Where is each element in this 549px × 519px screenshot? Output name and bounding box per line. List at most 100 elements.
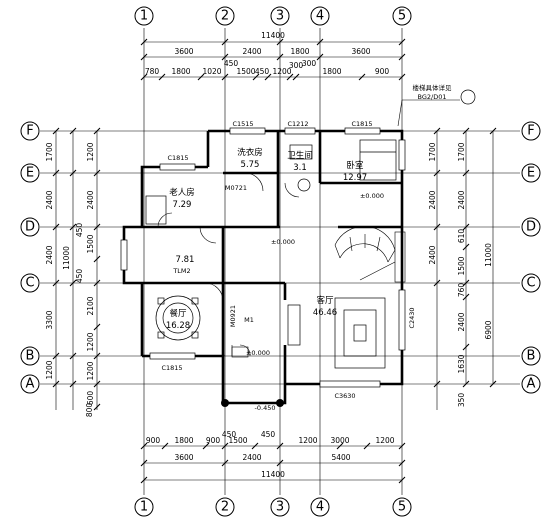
axis-label-5-bottom: 5 [398, 500, 406, 515]
dim-right-r2-2: 2400 [457, 190, 466, 209]
level-mark-bedroom: ±0.000 [360, 192, 384, 200]
dim-top-r2-6: 1200 [272, 67, 291, 76]
axis-label-C-right: C [526, 276, 535, 291]
dim-top-r2-5: 450 [255, 67, 270, 76]
dim-right-r1-2: 2400 [428, 190, 437, 209]
dim-right-r1-3: 2400 [428, 245, 437, 264]
dim-right-r3-6: 350 [457, 393, 466, 408]
axis-label-B-right: B [527, 349, 536, 364]
door-label-m1: M1 [244, 316, 254, 324]
dim-bot-small-1: 450 [222, 430, 237, 439]
dim-bot-r2-1: 3600 [174, 453, 193, 462]
level-mark-entry: ±0.000 [246, 349, 270, 357]
dim-bot-small-2: 450 [261, 430, 276, 439]
axis-label-F: F [26, 124, 33, 139]
level-mark-outdoor: -0.450 [255, 404, 276, 412]
axis-label-E: E [26, 166, 34, 181]
dim-left-r2-5: 1200 [86, 332, 95, 351]
toilet [289, 144, 313, 192]
elderly-bed [145, 195, 167, 225]
window-label-c1815-left: C1815 [167, 154, 188, 162]
dim-top-r2-9: 900 [375, 67, 390, 76]
window-label-c3630: C3630 [334, 392, 355, 400]
dim-top-r2-8: 1800 [322, 67, 341, 76]
axis-label-D: D [25, 220, 35, 235]
dim-left-r1-1: 1700 [45, 142, 54, 161]
axis-label-5: 5 [398, 9, 406, 24]
dim-bot-r1-5: 1200 [298, 436, 317, 445]
axis-label-4-bottom: 4 [316, 500, 324, 515]
dimension-lines [55, 41, 494, 481]
room-name-living: 客厅 [316, 295, 334, 306]
window-label-c1815-top: C1815 [351, 120, 372, 128]
dim-left-r2-4: 2100 [86, 296, 95, 315]
window-label-c2430: C2430 [408, 307, 416, 328]
dim-bot-r1-4: 1500 [228, 436, 247, 445]
axis-label-F-right: F [527, 124, 534, 139]
dim-bot-r1-3: 900 [206, 436, 221, 445]
axis-label-A: A [26, 377, 35, 392]
dim-bot-r1-7: 1200 [375, 436, 394, 445]
room-area-dining: 16.28 [166, 321, 190, 331]
dim-top-4: 3600 [351, 47, 370, 56]
dim-left-r1-2: 2400 [45, 190, 54, 209]
level-mark-hall: ±0.000 [271, 238, 295, 246]
dim-top-r2-4: 1500 [236, 67, 255, 76]
entrance-columns [221, 399, 284, 407]
dining-table [155, 295, 201, 341]
room-area-bedroom: 12.97 [343, 173, 367, 183]
axis-label-E-right: E [527, 166, 535, 181]
dim-bot-r2-2: 2400 [242, 453, 261, 462]
axis-label-3: 3 [276, 9, 284, 24]
room-area-living: 46.46 [313, 308, 337, 318]
dim-left-small-1: 450 [75, 223, 84, 238]
axis-bubbles-top [20, 6, 541, 517]
axis-label-3-bottom: 3 [276, 500, 284, 515]
axis-label-2: 2 [221, 9, 229, 24]
dim-top-r2-7: 300 [289, 61, 304, 70]
dim-bot-total: 11400 [261, 470, 285, 479]
dim-left-r2-6: 1200 [86, 361, 95, 380]
dim-left-r2-1: 1200 [86, 142, 95, 161]
dim-right-r2-1: 1700 [457, 142, 466, 161]
axis-label-1: 1 [140, 9, 148, 24]
window-label-c1815-bottom: C1815 [161, 364, 182, 372]
dim-top-r2-2: 1800 [171, 67, 190, 76]
dim-top-2: 2400 [242, 47, 261, 56]
axis-label-2-bottom: 2 [221, 500, 229, 515]
dim-top-1: 3600 [174, 47, 193, 56]
axis-label-4: 4 [316, 9, 324, 24]
room-name-laundry: 洗衣房 [237, 147, 263, 158]
dimension-ticks [52, 38, 497, 484]
room-name-wc: 卫生间 [287, 150, 313, 161]
dim-left-r1-5: 1200 [45, 360, 54, 379]
dim-left-r1-3: 2400 [45, 245, 54, 264]
dim-right-r1-1: 1700 [428, 142, 437, 161]
room-area-laundry: 5.75 [241, 160, 260, 170]
windows [120, 127, 406, 388]
dim-right-r3-2: 1500 [457, 256, 466, 275]
room-name-bedroom: 卧室 [346, 160, 364, 171]
dim-bot-r1-2: 1800 [174, 436, 193, 445]
door-label-m0721: M0721 [225, 184, 247, 192]
dim-right-r3-4: 2400 [457, 312, 466, 331]
bed [359, 139, 397, 181]
room-area-wc: 3.1 [293, 163, 307, 173]
dim-left-r2-3: 1500 [86, 234, 95, 253]
axis-lines [40, 28, 520, 495]
dim-right-total: 11000 [484, 243, 493, 267]
dim-top-r2-3: 1020 [202, 67, 221, 76]
dim-left-r2-7: 600 [86, 391, 95, 406]
elevator-label: TLM2 [172, 267, 190, 275]
dim-top-r2-1: 780 [145, 67, 160, 76]
dim-left-extra: 800 [85, 403, 94, 418]
room-area-storage: 7.81 [176, 255, 195, 265]
door-label-m0921: M0921 [229, 305, 237, 327]
dim-bot-r1-1: 900 [146, 436, 161, 445]
dim-right-r3-3: 760 [457, 283, 466, 298]
axis-label-1-bottom: 1 [140, 500, 148, 515]
dim-top-small-1: 450 [224, 59, 239, 68]
room-name-dining: 餐厅 [169, 309, 187, 319]
dim-right-r3-1: 610 [457, 229, 466, 244]
